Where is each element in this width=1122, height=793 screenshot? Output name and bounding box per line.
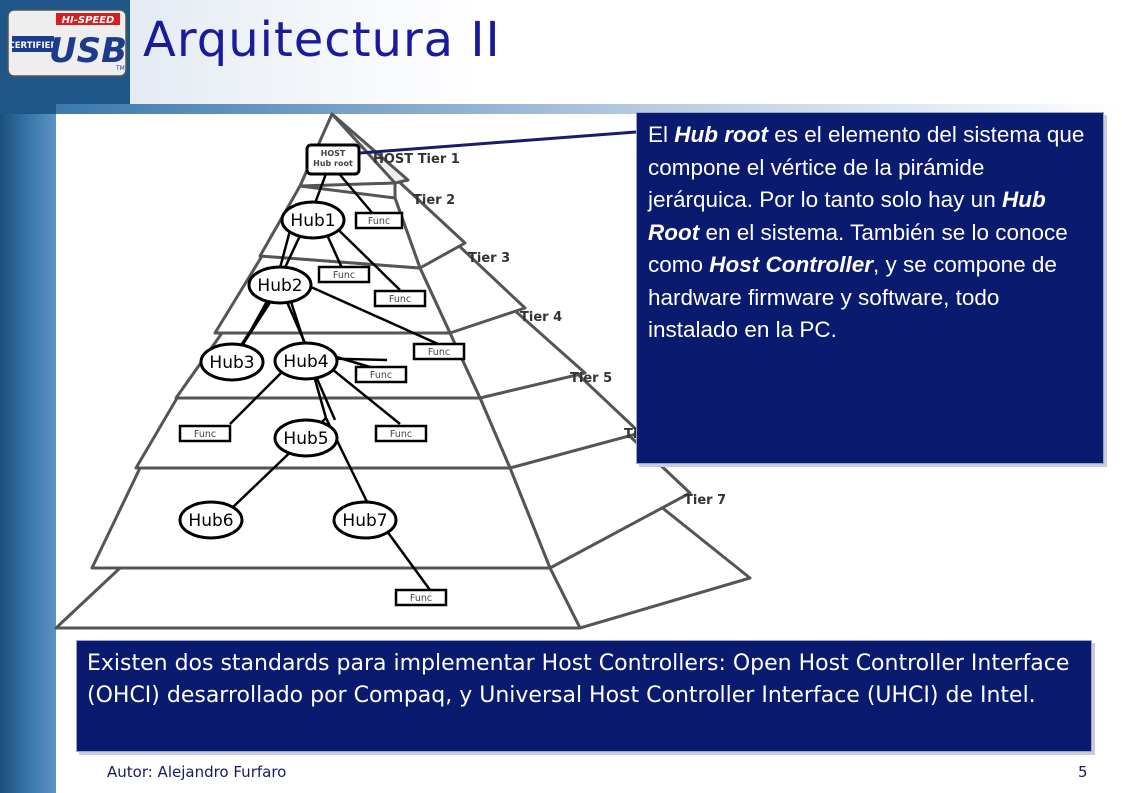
tier-3-label: Tier 3 <box>468 251 510 266</box>
func-label: Func <box>368 216 390 227</box>
func-label: Func <box>333 270 355 281</box>
tier-5-label: Tier 5 <box>570 371 612 386</box>
logo-certified-text: CERTIFIED <box>9 41 58 51</box>
tier-1-label: HOST Tier 1 <box>373 152 460 167</box>
func-label: Func <box>390 429 412 440</box>
func-node <box>317 265 371 284</box>
header-divider <box>56 104 1122 114</box>
func-label: Func <box>410 593 432 604</box>
callout-pointer-line <box>359 130 637 155</box>
func-node <box>412 342 466 361</box>
func-label: Func <box>194 429 216 440</box>
hub5-node <box>273 418 339 458</box>
func-node <box>373 289 427 308</box>
hub4-label: Hub4 <box>283 352 328 372</box>
tier-4-label: Tier 4 <box>520 310 562 325</box>
logo-hispeed-text: HI-SPEED <box>62 15 115 26</box>
hub2-node <box>247 265 313 305</box>
footer-author: Autor: Alejandro Furfaro <box>107 763 287 781</box>
left-sidebar-bar <box>0 0 56 793</box>
header-background <box>130 0 1122 114</box>
hub4-node <box>273 341 339 381</box>
hub7-label: Hub7 <box>342 511 387 531</box>
func-node <box>178 424 232 443</box>
callout-emphasis-host-controller: Host Controller <box>709 252 874 277</box>
host-label: HOST <box>321 149 346 158</box>
callout-text: es el elemento del sistema que compone e… <box>648 122 1085 212</box>
func-node <box>354 211 404 230</box>
standards-text-box: Existen dos standards para implementar H… <box>76 640 1092 752</box>
tier-7-band <box>54 566 582 630</box>
hub3-node <box>199 342 265 382</box>
callout-text: , y se compone de hardware firmware y so… <box>648 252 1057 342</box>
slide-title: Arquitectura II <box>143 12 501 68</box>
tier-7-label: Tier 7 <box>684 493 726 508</box>
page-number: 5 <box>1078 763 1088 781</box>
func-node <box>354 365 408 384</box>
callout-text: en el sistema. También se lo conoce como <box>648 219 1068 278</box>
func-node <box>394 588 448 607</box>
hub6-node <box>178 500 244 540</box>
hub6-label: Hub6 <box>188 511 233 531</box>
func-label: Func <box>389 294 411 305</box>
hub2-label: Hub2 <box>257 276 302 296</box>
hub1-label: Hub1 <box>290 211 335 231</box>
callout-emphasis-hub-root-2: Hub Root <box>648 187 1046 245</box>
hub-root-label: Hub root <box>313 159 353 168</box>
callout-text: El <box>648 122 675 147</box>
hub3-label: Hub3 <box>209 353 254 373</box>
logo-usb-text: USB <box>49 31 127 71</box>
callout-emphasis-hub-root: Hub root <box>674 122 768 147</box>
hub1-node <box>280 200 346 240</box>
func-label: Func <box>428 347 450 358</box>
hub7-node <box>332 500 398 540</box>
usb-logo: HI-SPEED CERTIFIED USB TM <box>4 6 130 80</box>
usb-tier-pyramid-diagram: HOST Hub root Hub1 Hub2 Hub3 Hub4 Hub5 H… <box>54 112 752 630</box>
host-hub-root-node <box>305 143 361 176</box>
func-label: Func <box>370 370 392 381</box>
logo-tm-text: TM <box>115 65 125 72</box>
tier-6-band <box>90 466 552 570</box>
hub-root-callout: El Hub root es el elemento del sistema q… <box>636 112 1104 464</box>
func-node <box>374 424 428 443</box>
tier-2-label: Tier 2 <box>413 193 455 208</box>
hub5-label: Hub5 <box>283 429 328 449</box>
